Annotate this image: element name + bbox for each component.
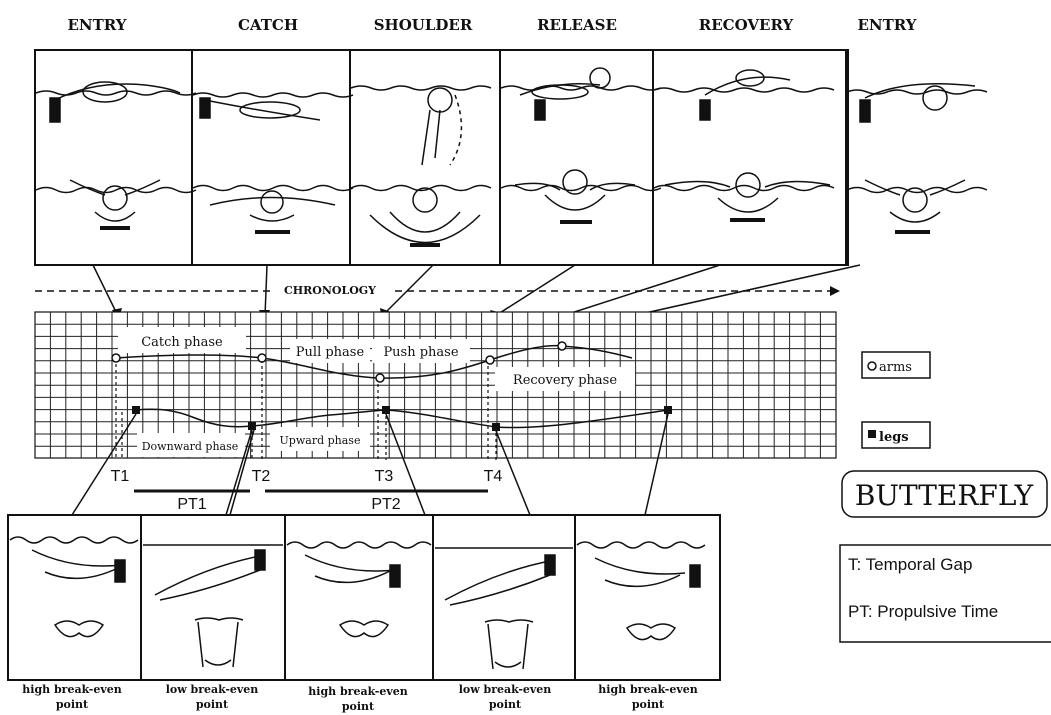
marker-t3: T3 — [375, 468, 394, 485]
marker-t1: T1 — [111, 468, 130, 485]
bottom-kick-sketches — [10, 537, 705, 669]
label-catch-phase: Catch phase — [141, 335, 223, 350]
legend-legs-label: legs — [879, 430, 909, 445]
caption-3-line2: point — [342, 700, 375, 713]
caption-4-line2: point — [489, 698, 522, 711]
phase-title-catch: CATCH — [238, 16, 298, 34]
definition-propulsive-time: PT: Propulsive Time — [848, 602, 998, 621]
phase-title-release: RELEASE — [537, 16, 617, 34]
label-pull-phase: Pull phase — [296, 345, 365, 360]
caption-4-line1: low break-even — [459, 683, 552, 696]
legend-arms-marker — [868, 362, 876, 370]
top-panels — [35, 50, 848, 265]
label-upward-phase: Upward phase — [280, 434, 361, 447]
marker-t2: T2 — [252, 468, 271, 485]
label-pt1: PT1 — [177, 496, 206, 513]
caption-2-line2: point — [196, 698, 229, 711]
top-swimmer-sketches — [36, 68, 987, 245]
label-recovery-phase: Recovery phase — [513, 373, 617, 388]
chronology-arrowhead — [830, 286, 840, 296]
legend-arms-label: arms — [879, 360, 912, 375]
phase-title-shoulder: SHOULDER — [374, 16, 473, 34]
phase-title-recovery: RECOVERY — [699, 16, 794, 34]
label-downward-phase: Downward phase — [142, 440, 239, 453]
legend-legs-marker — [868, 430, 876, 438]
bottom-panels — [8, 515, 720, 680]
caption-1-line1: high break-even — [22, 683, 121, 696]
caption-2-line1: low break-even — [166, 683, 259, 696]
phase-title-entry-2: ENTRY — [857, 16, 916, 34]
chronology-label: CHRONOLOGY — [284, 284, 376, 297]
title: BUTTERFLY — [855, 479, 1034, 512]
caption-5-line1: high break-even — [598, 683, 697, 696]
caption-1-line2: point — [56, 698, 89, 711]
label-push-phase: Push phase — [383, 345, 458, 360]
label-pt2: PT2 — [371, 496, 400, 513]
phase-title-entry: ENTRY — [67, 16, 126, 34]
caption-5-line2: point — [632, 698, 665, 711]
definition-temporal-gap: T: Temporal Gap — [848, 555, 972, 574]
caption-3-line1: high break-even — [308, 685, 407, 698]
marker-t4: T4 — [484, 468, 503, 485]
